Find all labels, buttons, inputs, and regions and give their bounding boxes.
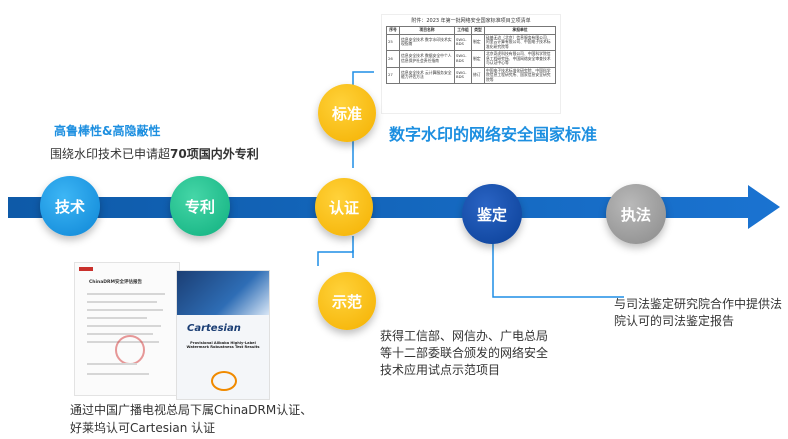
step-cert-circle[interactable]: 认证 [315,178,373,236]
step-appraisal-circle[interactable]: 鉴定 [462,184,522,244]
table-row: 26 信息安全技术 数据安全中个人信息保护社会责任指南 SWG-BDS 制定 北… [386,50,556,68]
th-org: 承担单位 [484,26,556,35]
report-logo [79,267,93,271]
cartesian-report-image: Cartesian Provisional Alibaba Highly-Lab… [176,270,270,400]
demo-text: 获得工信部、网信办、广电总局等十二部委联合颁发的网络安全技术应用试点示范项目 [380,329,549,377]
patent-text-prefix: 围绕水印技术已申请超 [50,147,171,161]
step-standard-label: 标准 [331,104,362,123]
step-demo-label: 示范 [331,292,362,311]
th-project: 项目名称 [399,26,455,35]
step-patent-circle[interactable]: 专利 [170,176,230,236]
step-cert-label: 认证 [328,198,359,217]
connector-appraisal [492,236,624,298]
standard-list-document: 附件：2023 年第一批网络安全国家标准项目立项清单 序号 项目名称 工作组 类… [381,14,561,114]
step-appraisal-label: 鉴定 [476,205,507,224]
stamp-icon [115,335,145,365]
robustness-heading: 高鲁棒性&高隐蔽性 [54,124,161,138]
alibaba-logo-icon [211,371,237,391]
standard-title: 数字水印的网络安全国家标准 [389,125,598,144]
step-patent-label: 专利 [184,197,215,216]
table-row: 25 信息安全技术 数字水印技术实现指南 SWG-BDS 制定 硅基无边（北京）… [386,33,556,51]
step-standard-circle[interactable]: 标准 [318,84,376,142]
step-demo-circle[interactable]: 示范 [318,272,376,330]
cartesian-logo: Cartesian [187,323,241,334]
step-law-label: 执法 [620,205,651,224]
step-law-circle[interactable]: 执法 [606,184,666,244]
cartesian-report-title: Provisional Alibaba Highly-Label Waterma… [186,341,260,349]
doc-title: 附件：2023 年第一批网络安全国家标准项目立项清单 [411,18,531,24]
th-index: 序号 [386,26,400,35]
report-title: ChinaDRM安全评估报告 [89,280,142,285]
patent-text-bold: 70项国内外专利 [170,147,259,161]
cert-caption-1: 通过中国广播电视总局下属ChinaDRM认证、 [70,403,313,417]
patent-text: 围绕水印技术已申请超70项国内外专利 [50,146,259,163]
th-group: 工作组 [454,26,472,35]
table-row: 27 信息安全技术 云计算服务安全能力评估方法 SWG-BDS 修订 中国电子技… [386,66,556,84]
cert-caption-2: 好莱坞认可Cartesian 认证 [70,421,216,435]
chinadrm-report-image: ChinaDRM安全评估报告 [74,262,180,396]
appraisal-text: 与司法鉴定研究院合作中提供法院认可的司法鉴定报告 [614,297,783,328]
standard-table: 序号 项目名称 工作组 类型 承担单位 25 信息安全技术 数字水印技术实现指南… [386,26,556,84]
connector-cert [317,236,354,266]
step-tech-circle[interactable]: 技术 [40,176,100,236]
step-tech-label: 技术 [54,197,85,216]
th-type: 类型 [471,26,485,35]
